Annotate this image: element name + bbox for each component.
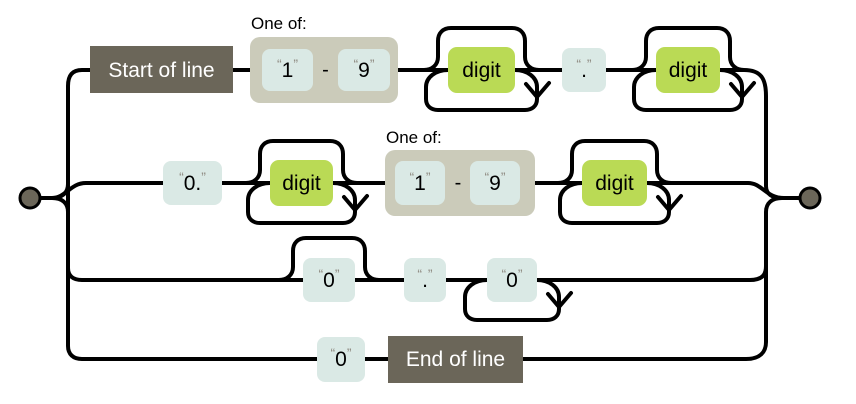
literal-zero-dot-label: “0.” (179, 169, 206, 195)
literal-box (317, 337, 365, 382)
anchor-box (388, 336, 523, 383)
anchor-label: Start of line (108, 59, 214, 82)
literal-dot-label: “.” (417, 266, 433, 292)
row2-escape-digit-2: digit (582, 160, 647, 206)
literal-zero-label: “0” (330, 345, 351, 371)
repeat-path (632, 68, 744, 112)
literal-dot-label: “.” (576, 56, 592, 82)
right-trunk-lower (764, 196, 783, 342)
escape-box (270, 160, 333, 206)
row1-anchor-start-of-line: Start of line (90, 46, 233, 93)
literal-1: “1” (409, 169, 430, 195)
row4-rail (82, 341, 768, 361)
escape-box (582, 160, 647, 206)
repeat-path (463, 278, 561, 322)
charset-range-dash: - (322, 59, 329, 81)
row3-literal-zero-optional: “0” (303, 258, 355, 302)
escape-label: digit (595, 172, 634, 195)
literal-box (470, 161, 520, 205)
skip-path (631, 26, 745, 72)
row3-optional-skip-path (278, 236, 380, 282)
literal-9: “9” (353, 56, 374, 82)
row2-escape-digit-1: digit (270, 160, 333, 206)
escape-label: digit (669, 59, 708, 82)
repeat-path (424, 68, 539, 112)
anchor-label: End of line (406, 348, 505, 371)
row1-escape-digit-1: digit (448, 47, 515, 93)
row1-literal-dot: “.” (562, 48, 606, 92)
anchor-box (90, 46, 233, 93)
literal-box (262, 49, 313, 91)
row1-repeat1-loop (423, 26, 551, 112)
row2-repeat2-loop (557, 139, 683, 225)
literal-box (562, 48, 606, 92)
repeat-path (558, 181, 671, 225)
repeat-arrow-icon (524, 81, 551, 99)
repeat-arrow-icon (546, 291, 573, 309)
charset-label: One of: (386, 128, 442, 147)
escape-label: digit (462, 59, 501, 82)
literal-box (163, 161, 222, 205)
repeat-arrow-icon (656, 194, 683, 212)
escape-box (656, 47, 720, 93)
row2-charset-group: One of: “1” - “9” (385, 128, 535, 216)
literal-zero-label: “0” (318, 266, 339, 292)
literal-zero-label: “0” (501, 266, 522, 292)
literal-box (395, 161, 445, 205)
row1-charset-group: One of: “1” - “9” (250, 14, 398, 103)
literal-box (338, 49, 390, 91)
left-trunk (66, 68, 83, 361)
repeat-arrow-icon (342, 194, 369, 212)
end-terminal-icon (798, 186, 822, 210)
row3-repeat-loop (463, 278, 573, 322)
charset-label: One of: (251, 14, 307, 33)
charset-range-dash: - (455, 172, 462, 194)
row3-literal-dot: “.” (404, 258, 446, 302)
skip-path (557, 139, 672, 185)
escape-box (448, 47, 515, 93)
row1-escape-digit-2: digit (656, 47, 720, 93)
left-fork-down (51, 196, 70, 213)
escape-label: digit (282, 172, 321, 195)
row2-literal-zero-dot: “0.” (163, 161, 222, 205)
row3-literal-zero-repeat: “0” (487, 258, 537, 302)
literal-9: “9” (484, 169, 505, 195)
skip-path (423, 26, 540, 72)
literal-box (487, 258, 537, 302)
start-terminal-icon (18, 186, 42, 210)
row2-repeat1-loop (245, 139, 369, 225)
repeat-arrow-icon (729, 81, 756, 99)
literal-box (404, 258, 446, 302)
literal-1: “1” (277, 56, 298, 82)
row4-literal-zero: “0” (317, 337, 365, 382)
skip-path (245, 139, 358, 185)
repeat-path (246, 181, 357, 225)
row4-anchor-end-of-line: End of line (388, 336, 523, 383)
literal-box (303, 258, 355, 302)
row1-repeat2-loop (631, 26, 756, 112)
